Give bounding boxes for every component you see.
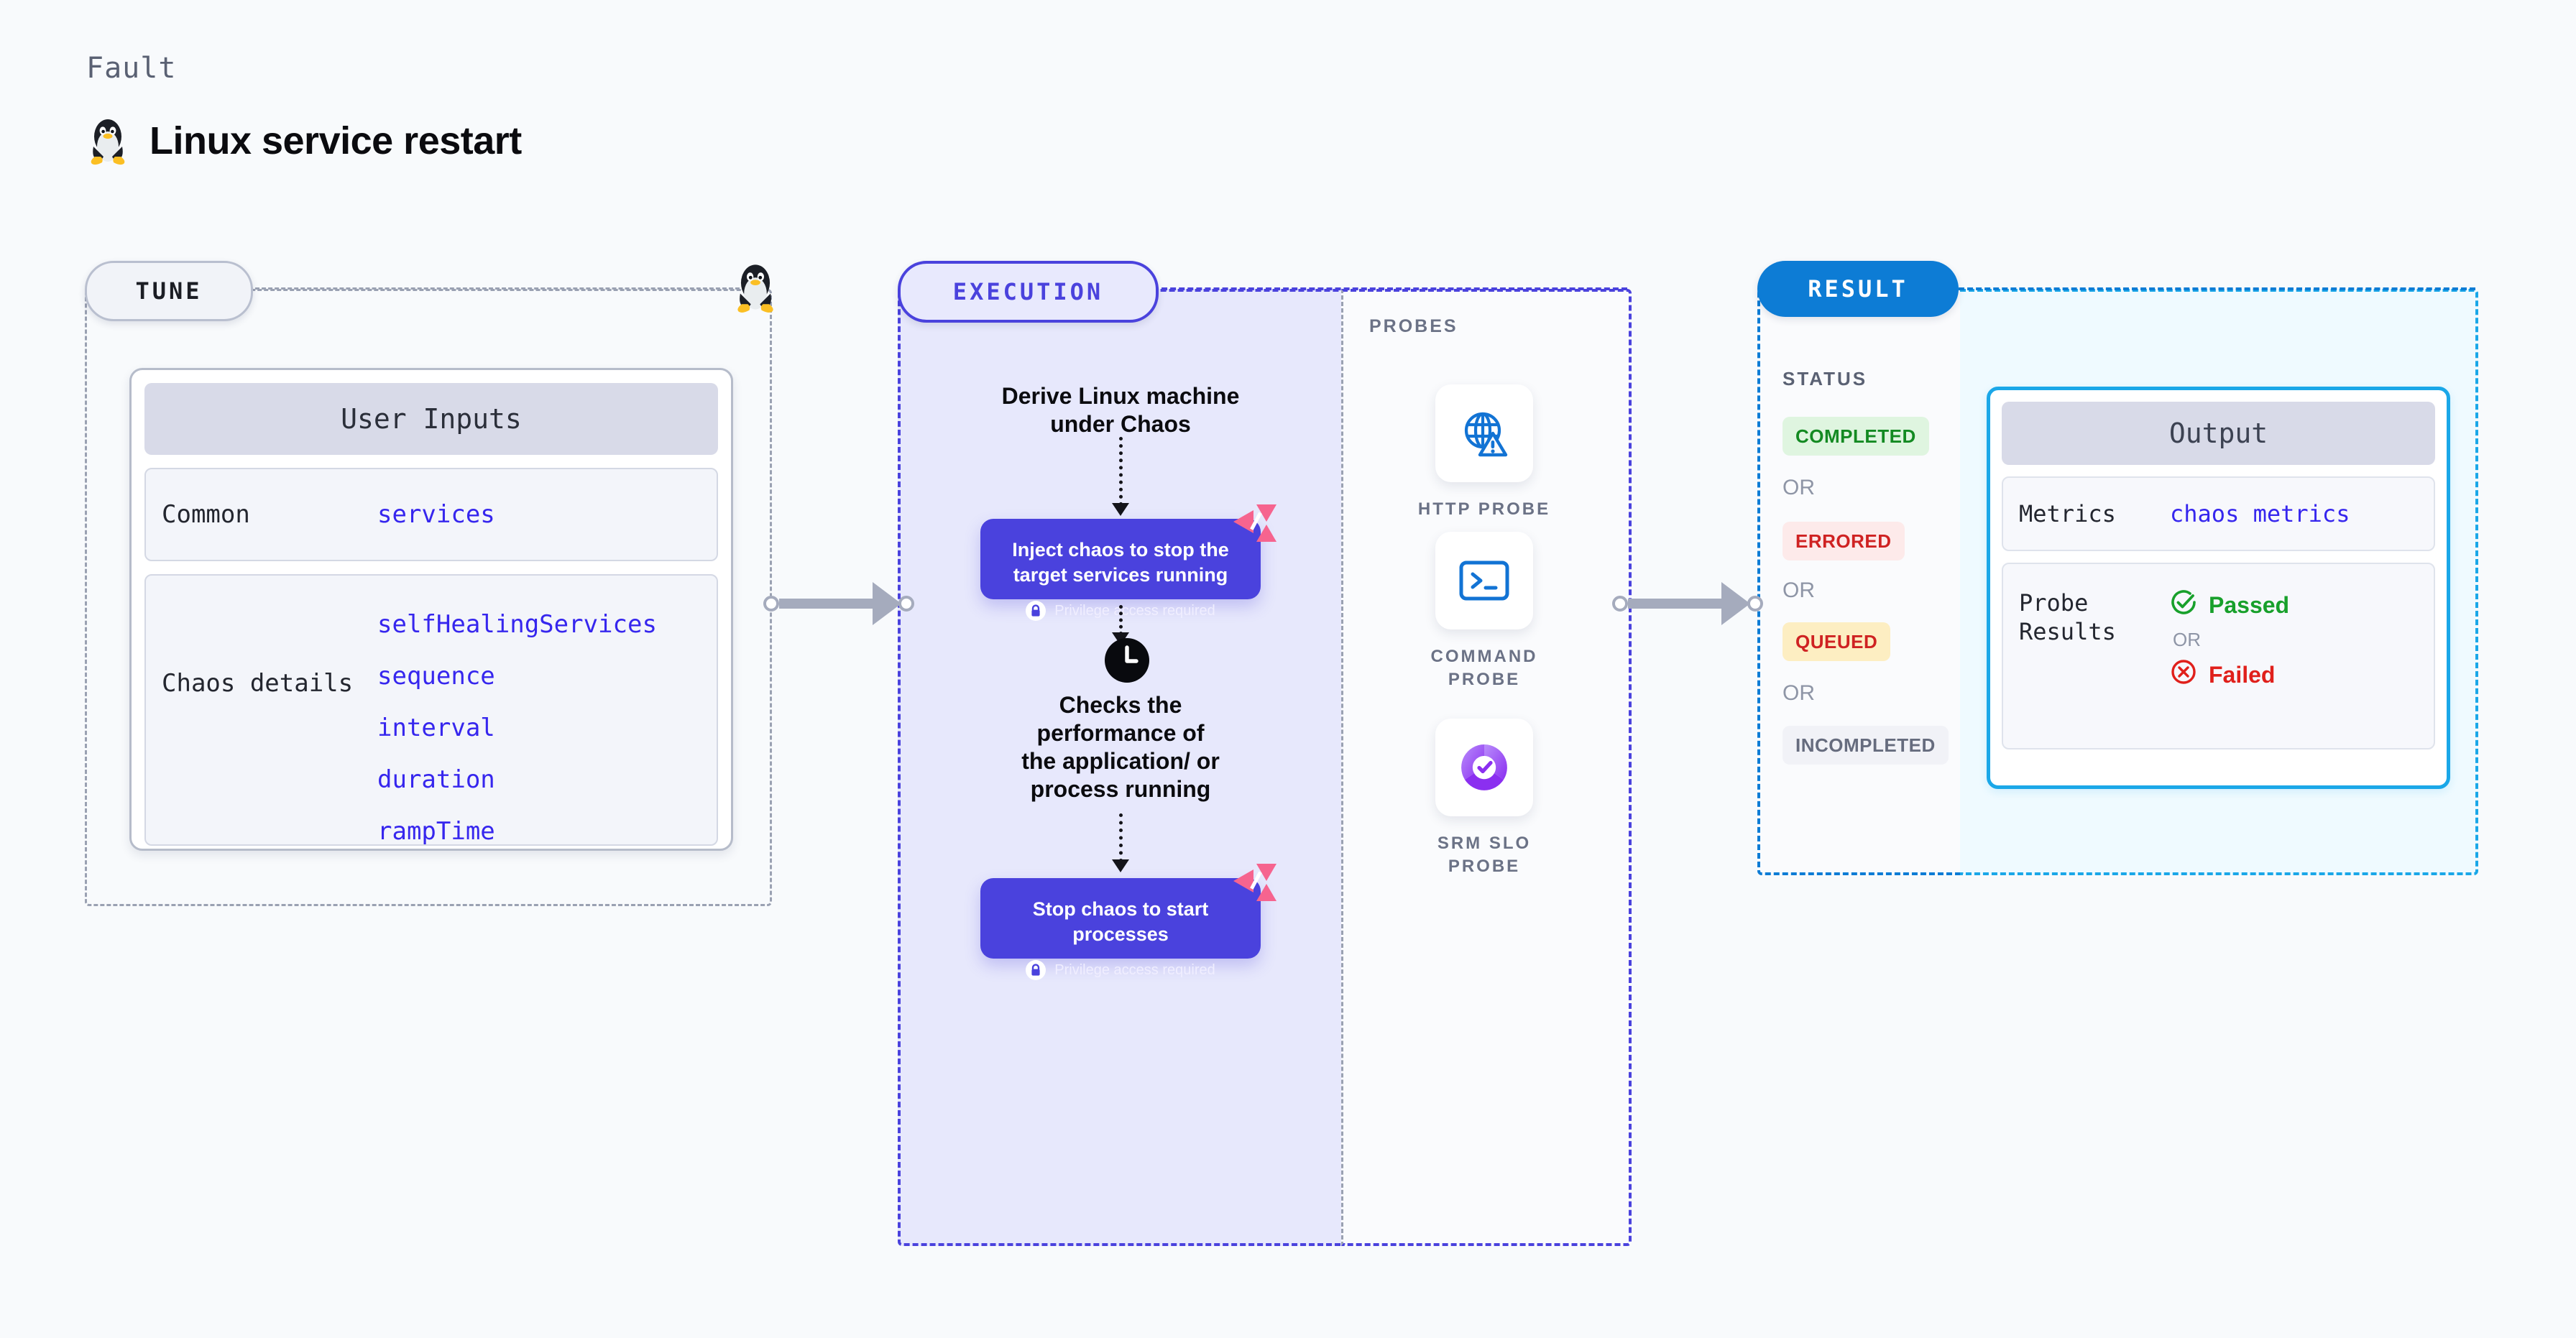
check-circle-icon [2170,589,2197,622]
status-column-label: STATUS [1782,368,1868,389]
page-title-row: Linux service restart [86,115,522,167]
tune-row-chaos-label: Chaos details [162,669,354,698]
output-metrics-value[interactable]: chaos metrics [2170,500,2350,527]
execution-action-stop-chaos-privilege: Privilege access required [999,960,1242,981]
tune-row-chaos-details[interactable]: Chaos details selfHealingServices sequen… [144,574,718,846]
probe-item-command-label: COMMAND PROBE [1430,647,1538,690]
tune-row-common-values: services [377,500,495,529]
execution-step-heading-checks: Checks the performance of the applicatio… [898,691,1343,803]
lock-icon [1026,601,1046,622]
status-badge-errored: ERRORED [1782,522,1905,560]
output-row-metrics[interactable]: Metrics chaos metrics [2002,476,2435,551]
result-section-pill[interactable]: RESULT [1757,261,1959,317]
status-badge-incompleted: INCOMPLETED [1782,726,1949,765]
connector-bar [1628,599,1721,609]
connector-arrowhead [873,582,901,625]
execution-step-heading-checks-line3: the application/ or [1021,748,1220,775]
probe-item-srm-slo-label: SRM SLO PROBE [1437,834,1532,877]
page-title: Linux service restart [150,119,522,162]
probe-item-http[interactable]: HTTP PROBE [1404,384,1565,521]
status-badge-completed: COMPLETED [1782,417,1929,456]
output-row-probe-results[interactable]: Probe Results Passed OR [2002,563,2435,749]
result-status-region [1757,289,1967,875]
probes-section-label: PROBES [1369,316,1458,336]
result-connector-line [1959,287,2475,290]
probe-item-command[interactable]: COMMAND PROBE [1404,532,1565,692]
user-inputs-card: User Inputs Common services Chaos detail… [129,368,733,851]
tune-value-interval[interactable]: interval [377,714,495,742]
slo-donut-check-icon [1435,719,1533,816]
connector-start-dot [763,596,779,612]
x-circle-icon [2170,658,2197,691]
probe-result-passed: Passed [2170,589,2289,622]
execution-step-heading-checks-line4: process running [1030,776,1211,803]
probe-item-http-label: HTTP PROBE [1417,499,1551,519]
probe-item-srm-slo[interactable]: SRM SLO PROBE [1404,719,1565,879]
tune-to-execution-connector [763,582,914,625]
tune-row-common-label: Common [162,500,250,529]
execution-action-inject-chaos-privilege-label: Privilege access required [1054,602,1215,619]
status-or-label-1: OR [1782,476,1815,499]
execution-step-heading-checks-line2: performance of [1036,720,1205,747]
connector-start-dot [1612,596,1628,612]
connector-bar [779,599,873,609]
probe-result-failed-label: Failed [2209,661,2276,688]
linux-penguin-border-icon [732,260,779,318]
execution-action-stop-chaos-privilege-label: Privilege access required [1054,961,1215,978]
probe-result-or-label: OR [2173,629,2201,650]
lock-icon [1026,960,1046,981]
execution-flow: Derive Linux machine under Chaos Inject … [898,289,1343,1240]
execution-action-stop-chaos-title: Stop chaos to start processes [1032,898,1209,946]
execution-action-inject-chaos-privilege: Privilege access required [999,601,1242,622]
status-or-label-3: OR [1782,681,1815,705]
tune-section-pill[interactable]: TUNE [85,261,253,321]
output-card: Output Metrics chaos metrics Probe Resul… [1987,387,2450,789]
tune-value-selfhealingservices[interactable]: selfHealingServices [377,610,657,639]
clock-icon [1103,637,1151,684]
tune-value-ramptime[interactable]: rampTime [377,817,495,846]
fault-eyebrow-label: Fault [86,52,177,85]
execution-step-heading-derive-line2: under Chaos [1050,411,1191,438]
execution-step-heading-derive: Derive Linux machine under Chaos [898,382,1343,438]
status-badge-queued: QUEUED [1782,622,1891,661]
execution-step-heading-checks-line1: Checks the [1059,692,1182,718]
output-metrics-label: Metrics [2019,500,2116,527]
execution-step-heading-derive-line1: Derive Linux machine [1001,383,1240,409]
execution-action-inject-chaos-title: Inject chaos to stop the target services… [1012,539,1229,586]
tune-value-services[interactable]: services [377,500,495,529]
output-card-header: Output [2002,402,2435,465]
tune-connector-line [249,287,746,290]
output-probe-results-values: Passed OR Failed [2170,589,2289,691]
output-probe-results-label: Probe Results [2019,589,2116,645]
probe-result-passed-label: Passed [2209,591,2290,618]
execution-connector-line [1153,287,1627,290]
tune-value-sequence[interactable]: sequence [377,662,495,691]
execution-section-pill[interactable]: EXECUTION [898,261,1159,323]
harness-logo-icon [1232,503,1278,545]
tune-value-duration[interactable]: duration [377,765,495,794]
tune-row-chaos-values: selfHealingServices sequence interval du… [377,576,657,846]
globe-alert-icon [1435,384,1533,482]
terminal-icon [1435,532,1533,629]
user-inputs-card-header: User Inputs [144,383,718,455]
connector-end-dot [1747,596,1763,612]
connector-arrowhead [1721,582,1750,625]
execution-action-inject-chaos[interactable]: Inject chaos to stop the target services… [980,504,1276,622]
harness-logo-icon [1232,862,1278,904]
execution-action-stop-chaos[interactable]: Stop chaos to start processes Privilege … [980,864,1276,981]
probe-result-failed: Failed [2170,658,2289,691]
execution-to-result-connector [1612,582,1763,625]
status-or-label-2: OR [1782,578,1815,602]
linux-penguin-icon [86,115,129,167]
tune-row-common[interactable]: Common services [144,468,718,561]
connector-end-dot [898,596,914,612]
